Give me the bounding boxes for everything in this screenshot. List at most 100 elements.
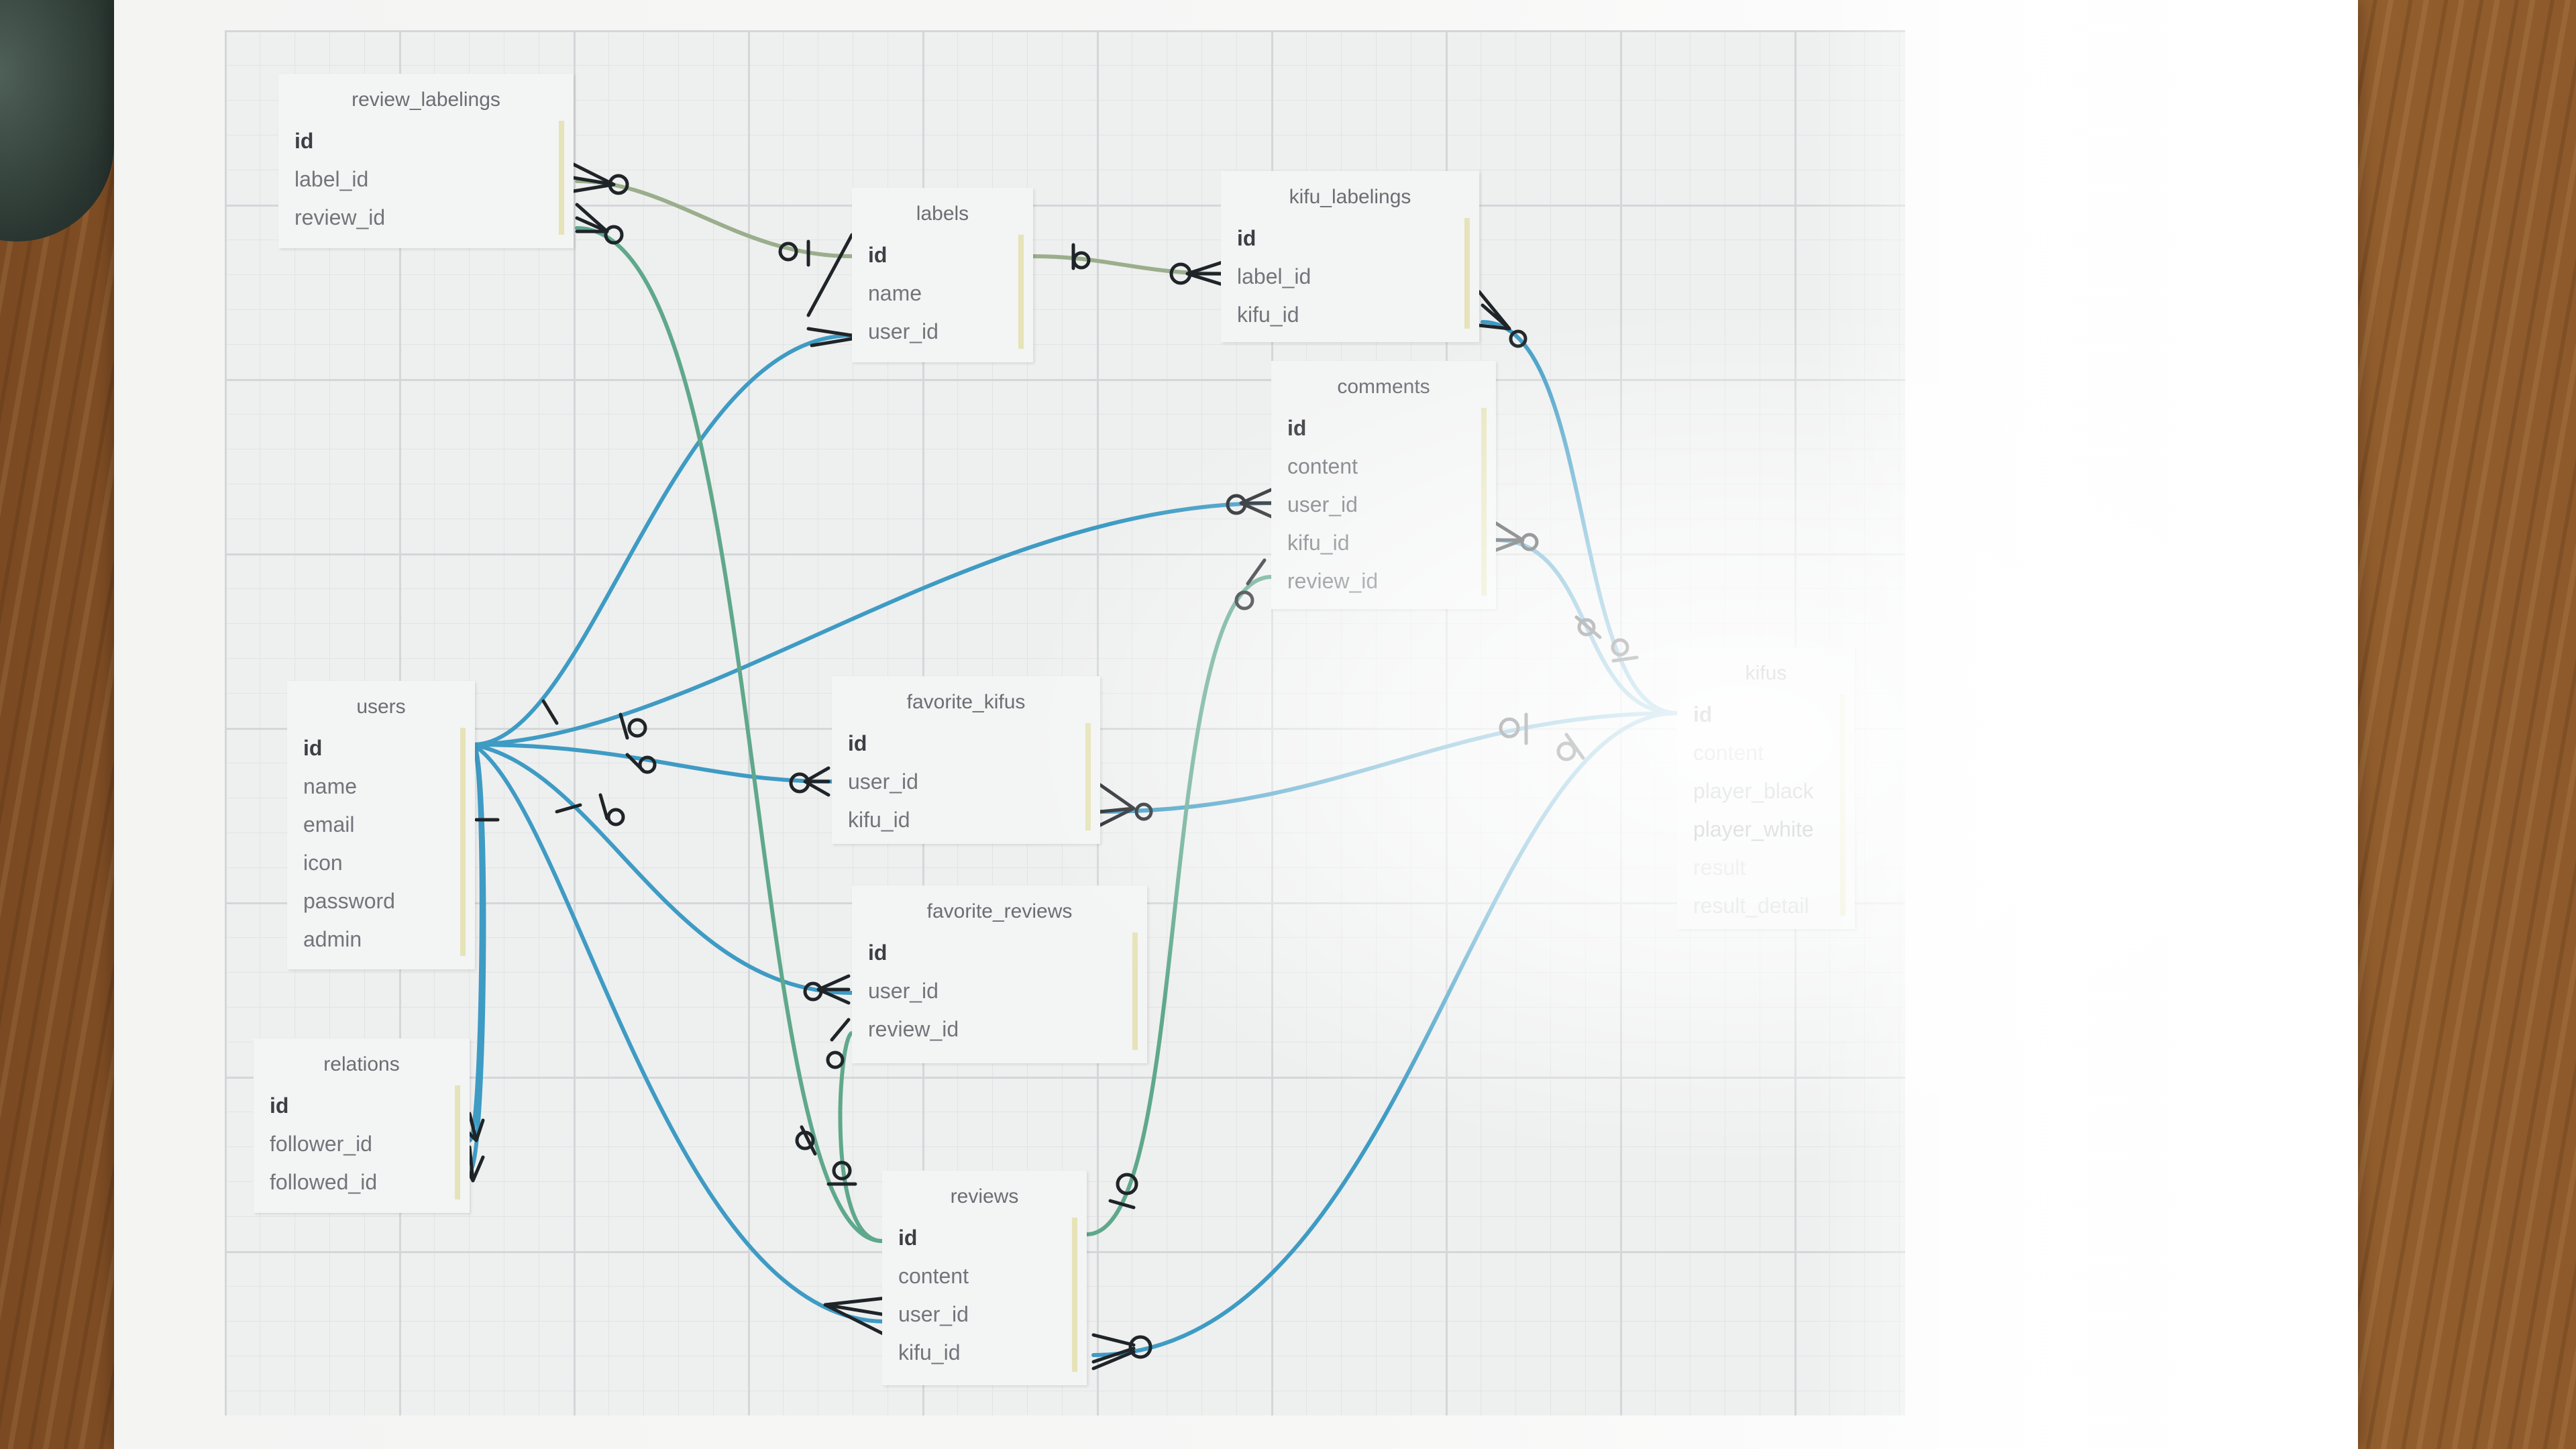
- table-kifus[interactable]: kifus id content player_black player_whi…: [1677, 647, 1855, 929]
- scrollbar[interactable]: [1840, 694, 1845, 916]
- table-review-labelings[interactable]: review_labelings id label_id review_id: [278, 74, 574, 248]
- table-reviews[interactable]: reviews id content user_id kifu_id: [882, 1171, 1087, 1385]
- field-id[interactable]: id: [294, 129, 314, 153]
- field-list: id content player_black player_white res…: [1677, 689, 1855, 925]
- rel-kifus-kifu-labelings: [1481, 320, 1679, 715]
- scrollbar[interactable]: [559, 121, 564, 235]
- one-mark: [541, 699, 559, 725]
- field-email[interactable]: email: [303, 812, 355, 837]
- table-title: favorite_kifus: [906, 691, 1026, 713]
- field-icon[interactable]: icon: [303, 851, 343, 875]
- field-list: id name user_id: [852, 229, 1033, 351]
- field-id[interactable]: id: [868, 941, 888, 965]
- rel-users-favorite-kifus: [471, 743, 834, 784]
- table-labels[interactable]: labels id name user_id: [852, 188, 1033, 362]
- optional-circle-mark: [1128, 1335, 1152, 1359]
- field-kifu-id[interactable]: kifu_id: [1287, 531, 1350, 555]
- field-label-id[interactable]: label_id: [1237, 264, 1311, 288]
- field-content[interactable]: content: [1693, 741, 1764, 765]
- field-review-id[interactable]: review_id: [1287, 569, 1379, 593]
- one-mark: [830, 1018, 851, 1042]
- field-id[interactable]: id: [868, 243, 888, 267]
- table-title: kifu_labelings: [1289, 186, 1411, 208]
- field-review-id[interactable]: review_id: [868, 1017, 959, 1041]
- scrollbar[interactable]: [1072, 1218, 1077, 1372]
- one-mark: [1611, 655, 1639, 663]
- table-title: kifus: [1745, 662, 1787, 684]
- table-favorite-kifus[interactable]: favorite_kifus id user_id kifu_id: [832, 676, 1100, 844]
- optional-circle-mark: [608, 174, 629, 195]
- scrollbar[interactable]: [455, 1085, 460, 1199]
- optional-circle-mark: [1169, 262, 1192, 285]
- field-id[interactable]: id: [303, 736, 323, 760]
- field-list: id user_id review_id: [852, 927, 1147, 1049]
- field-player-white[interactable]: player_white: [1693, 817, 1814, 841]
- scrollbar[interactable]: [1481, 408, 1487, 596]
- field-kifu-id[interactable]: kifu_id: [848, 808, 910, 832]
- field-list: id user_id kifu_id: [832, 718, 1100, 839]
- table-kifu-labelings[interactable]: kifu_labelings id label_id kifu_id: [1221, 171, 1479, 342]
- field-id[interactable]: id: [848, 731, 867, 755]
- field-label-id[interactable]: label_id: [294, 167, 369, 191]
- field-user-id[interactable]: user_id: [1287, 492, 1358, 517]
- field-user-id[interactable]: user_id: [868, 979, 938, 1003]
- scrollbar[interactable]: [460, 728, 466, 956]
- field-review-id[interactable]: review_id: [294, 205, 386, 229]
- rel-users-reviews: [471, 743, 888, 1324]
- one-mark: [598, 793, 609, 820]
- field-result-detail[interactable]: result_detail: [1693, 894, 1809, 918]
- optional-circle-mark: [1116, 1173, 1138, 1195]
- field-kifu-id[interactable]: kifu_id: [898, 1340, 961, 1364]
- table-title: users: [356, 696, 406, 718]
- field-id[interactable]: id: [270, 1093, 289, 1118]
- field-kifu-id[interactable]: kifu_id: [1237, 303, 1299, 327]
- field-content[interactable]: content: [1287, 454, 1358, 478]
- table-title: review_labelings: [352, 89, 500, 111]
- field-content[interactable]: content: [898, 1264, 969, 1288]
- field-follower-id[interactable]: follower_id: [270, 1132, 372, 1156]
- one-mark: [800, 1125, 817, 1156]
- field-player-black[interactable]: player_black: [1693, 779, 1814, 803]
- table-relations[interactable]: relations id follower_id followed_id: [254, 1038, 470, 1213]
- scrollbar[interactable]: [1085, 723, 1091, 830]
- field-list: id content user_id kifu_id: [882, 1212, 1087, 1372]
- field-user-id[interactable]: user_id: [898, 1302, 969, 1326]
- crows-foot-mark: [1185, 260, 1226, 287]
- table-title: relations: [323, 1053, 400, 1075]
- field-id[interactable]: id: [1287, 416, 1307, 440]
- table-favorite-reviews[interactable]: favorite_reviews id user_id review_id: [852, 885, 1147, 1063]
- optional-circle-mark: [832, 1161, 852, 1181]
- scrollbar[interactable]: [1464, 218, 1470, 329]
- scrollbar[interactable]: [1018, 235, 1024, 349]
- field-followed-id[interactable]: followed_id: [270, 1170, 378, 1194]
- crows-foot-mark: [575, 203, 609, 233]
- optional-circle-mark: [1072, 251, 1091, 270]
- field-id[interactable]: id: [898, 1226, 918, 1250]
- field-id[interactable]: id: [1237, 226, 1256, 250]
- table-comments[interactable]: comments id content user_id kifu_id revi…: [1271, 361, 1496, 609]
- field-result[interactable]: result: [1693, 855, 1746, 879]
- crows-foot-mark: [816, 974, 851, 1005]
- crows-foot-mark: [1098, 783, 1136, 827]
- one-mark: [625, 753, 646, 773]
- table-users[interactable]: users id name email icon password admin: [287, 681, 475, 969]
- optional-circle-mark: [789, 772, 810, 794]
- table-title: comments: [1337, 376, 1430, 398]
- field-list: id name email icon password admin: [287, 722, 475, 959]
- crows-foot-mark: [1091, 1333, 1136, 1371]
- optional-circle-mark: [778, 241, 798, 262]
- one-mark: [619, 712, 629, 740]
- field-list: id label_id kifu_id: [1221, 213, 1479, 334]
- field-user-id[interactable]: user_id: [848, 769, 918, 794]
- field-name[interactable]: name: [303, 774, 358, 798]
- crows-foot-mark: [806, 233, 854, 347]
- field-password[interactable]: password: [303, 889, 395, 913]
- table-title: reviews: [950, 1185, 1019, 1208]
- optional-circle-mark: [604, 225, 624, 245]
- field-admin[interactable]: admin: [303, 927, 362, 951]
- optional-circle-mark: [606, 808, 625, 826]
- field-id[interactable]: id: [1693, 702, 1713, 727]
- field-name[interactable]: name: [868, 281, 922, 305]
- field-user-id[interactable]: user_id: [868, 319, 938, 343]
- scrollbar[interactable]: [1132, 932, 1138, 1050]
